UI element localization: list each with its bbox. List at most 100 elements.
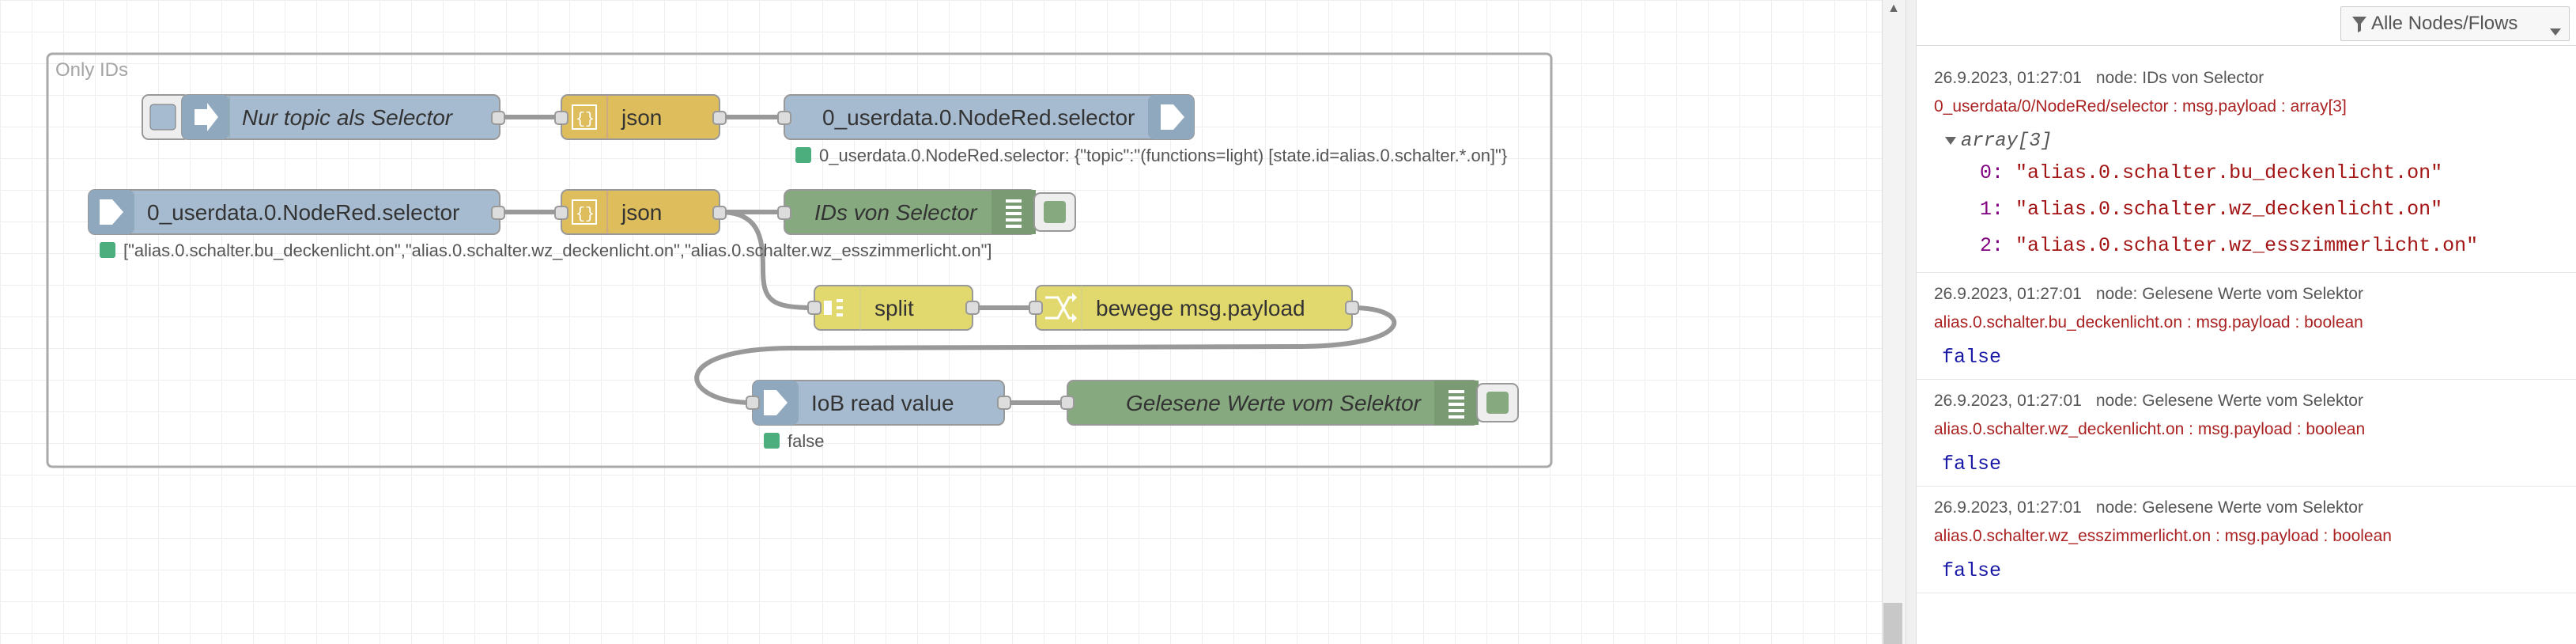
inject-node[interactable]: Nur topic als Selector [142, 94, 505, 140]
debug-node[interactable]: IDs von Selector [777, 189, 1076, 235]
json-node[interactable]: {} json [554, 189, 727, 235]
scroll-up-arrow-icon[interactable]: ▲ [1887, 2, 1900, 15]
flow-workspace[interactable]: Only IDs Nur topic als Selector [0, 0, 1882, 644]
status-dot [795, 147, 811, 163]
iobroker-arrow-icon [764, 390, 788, 415]
json-braces-icon: {} [572, 199, 597, 225]
array-value: "alias.0.schalter.bu_deckenlicht.on" [2015, 161, 2443, 184]
flow-canvas[interactable]: Only IDs Nur topic als Selector [0, 0, 1882, 644]
message-topic: alias.0.schalter.bu_deckenlicht.on : msg… [1934, 313, 2363, 331]
array-toggle[interactable]: array[3] [1934, 128, 2576, 155]
input-port[interactable] [746, 396, 760, 410]
node-label: json [621, 105, 662, 130]
list-icon [1449, 390, 1464, 419]
filter-icon [2352, 16, 2366, 32]
split-node[interactable]: split [807, 285, 980, 331]
debug-message[interactable]: 26.9.2023, 01:27:01 node: Gelesene Werte … [1917, 487, 2576, 593]
output-port[interactable] [965, 301, 980, 315]
node-status: ["alias.0.schalter.bu_deckenlicht.on","a… [123, 241, 992, 260]
list-icon [1006, 199, 1022, 228]
iobroker-out-node[interactable]: 0_userdata.0.NodeRed.selector 0_userdata… [777, 94, 1507, 165]
message-date: 26.9.2023, 01:27:01 [1934, 69, 2082, 87]
node-label: Nur topic als Selector [242, 105, 454, 130]
output-port[interactable] [1345, 301, 1359, 315]
status-dot [764, 433, 780, 449]
expand-triangle-icon [1945, 136, 1956, 145]
node-label: json [621, 200, 662, 225]
shuffle-icon [1045, 293, 1077, 323]
node-label: IDs von Selector [814, 200, 978, 225]
output-port[interactable] [712, 111, 727, 125]
svg-text:{}: {} [576, 206, 595, 224]
debug-message[interactable]: 26.9.2023, 01:27:01 node: Gelesene Werte … [1917, 273, 2576, 380]
message-topic: alias.0.schalter.wz_esszimmerlicht.on : … [1934, 527, 2392, 545]
iobroker-get-node[interactable]: IoB read value false [746, 380, 1011, 451]
array-index: 0: [1980, 161, 2004, 184]
filter-label: Alle Nodes/Flows [2371, 13, 2518, 34]
debug-sidebar: Alle Nodes/Flows 26.9.2023, 01:27:01 node… [1917, 0, 2576, 644]
message-topic: 0_userdata/0/NodeRed/selector : msg.payl… [1934, 97, 2347, 116]
message-node[interactable]: node: Gelesene Werte vom Selektor [2095, 392, 2363, 410]
group-label: Only IDs [55, 59, 128, 81]
node-label: Gelesene Werte vom Selektor [1126, 391, 1422, 415]
message-value: false [1942, 559, 2002, 582]
message-topic: alias.0.schalter.wz_deckenlicht.on : msg… [1934, 420, 2366, 438]
output-port[interactable] [997, 396, 1011, 410]
array-value: "alias.0.schalter.wz_deckenlicht.on" [2015, 198, 2443, 221]
group-only-ids[interactable]: Only IDs [46, 52, 1553, 468]
change-node[interactable]: bewege msg.payload [1029, 285, 1359, 331]
array-label: array[3] [1961, 131, 2053, 152]
node-label: 0_userdata.0.NodeRed.selector [822, 105, 1135, 130]
node-status: false [788, 431, 824, 451]
debug-toolbar: Alle Nodes/Flows [1917, 0, 2576, 46]
node-label: IoB read value [811, 391, 954, 415]
message-value: false [1942, 346, 2002, 369]
scrollbar-thumb[interactable] [1883, 603, 1902, 644]
node-status: 0_userdata.0.NodeRed.selector: {"topic":… [819, 146, 1507, 165]
inject-arrow-icon [195, 103, 218, 131]
array-value: "alias.0.schalter.wz_esszimmerlicht.on" [2015, 234, 2479, 257]
input-port[interactable] [1029, 301, 1043, 315]
iobroker-arrow-icon [1161, 104, 1184, 130]
debug-node[interactable]: Gelesene Werte vom Selektor [1060, 380, 1519, 426]
status-dot [100, 242, 115, 258]
message-date: 26.9.2023, 01:27:01 [1934, 392, 2082, 410]
json-node[interactable]: {} json [554, 94, 727, 140]
caret-down-icon [2550, 20, 2561, 36]
output-port[interactable] [712, 206, 727, 220]
iobroker-arrow-icon [100, 199, 123, 225]
array-item: 0: "alias.0.schalter.bu_deckenlicht.on" [1934, 155, 2576, 191]
array-item: 1: "alias.0.schalter.wz_deckenlicht.on" [1934, 191, 2576, 228]
message-node[interactable]: node: IDs von Selector [2095, 69, 2264, 87]
json-braces-icon: {} [572, 104, 597, 130]
debug-message[interactable]: 26.9.2023, 01:27:01 node: IDs von Selecto… [1917, 57, 2576, 273]
iobroker-in-node[interactable]: 0_userdata.0.NodeRed.selector ["alias.0.… [88, 189, 992, 260]
wires [500, 115, 1397, 405]
filter-nodes-button[interactable]: Alle Nodes/Flows [2340, 6, 2570, 41]
debug-message[interactable]: 26.9.2023, 01:27:01 node: Gelesene Werte … [1917, 380, 2576, 487]
message-node[interactable]: node: Gelesene Werte vom Selektor [2095, 285, 2363, 303]
array-item: 2: "alias.0.schalter.wz_esszimmerlicht.o… [1934, 228, 2576, 264]
split-icon [824, 299, 843, 316]
message-value: false [1942, 453, 2002, 475]
sidebar-resize-handle[interactable] [1906, 0, 1917, 644]
input-port[interactable] [554, 111, 568, 125]
array-index: 1: [1980, 198, 2004, 221]
output-port[interactable] [491, 206, 505, 220]
debug-message-list: 26.9.2023, 01:27:01 node: IDs von Selecto… [1917, 57, 2576, 593]
message-node[interactable]: node: Gelesene Werte vom Selektor [2095, 498, 2363, 517]
node-label: 0_userdata.0.NodeRed.selector [147, 200, 459, 225]
workspace-scrollbar[interactable] [1882, 0, 1906, 644]
input-port[interactable] [777, 206, 791, 220]
input-port[interactable] [554, 206, 568, 220]
input-port[interactable] [807, 301, 822, 315]
message-date: 26.9.2023, 01:27:01 [1934, 498, 2082, 517]
output-port[interactable] [491, 111, 505, 125]
array-index: 2: [1980, 234, 2004, 257]
svg-text:{}: {} [576, 111, 595, 129]
input-port[interactable] [777, 111, 791, 125]
node-label: bewege msg.payload [1096, 296, 1305, 320]
node-label: split [874, 296, 914, 320]
input-port[interactable] [1060, 396, 1075, 410]
message-date: 26.9.2023, 01:27:01 [1934, 285, 2082, 303]
